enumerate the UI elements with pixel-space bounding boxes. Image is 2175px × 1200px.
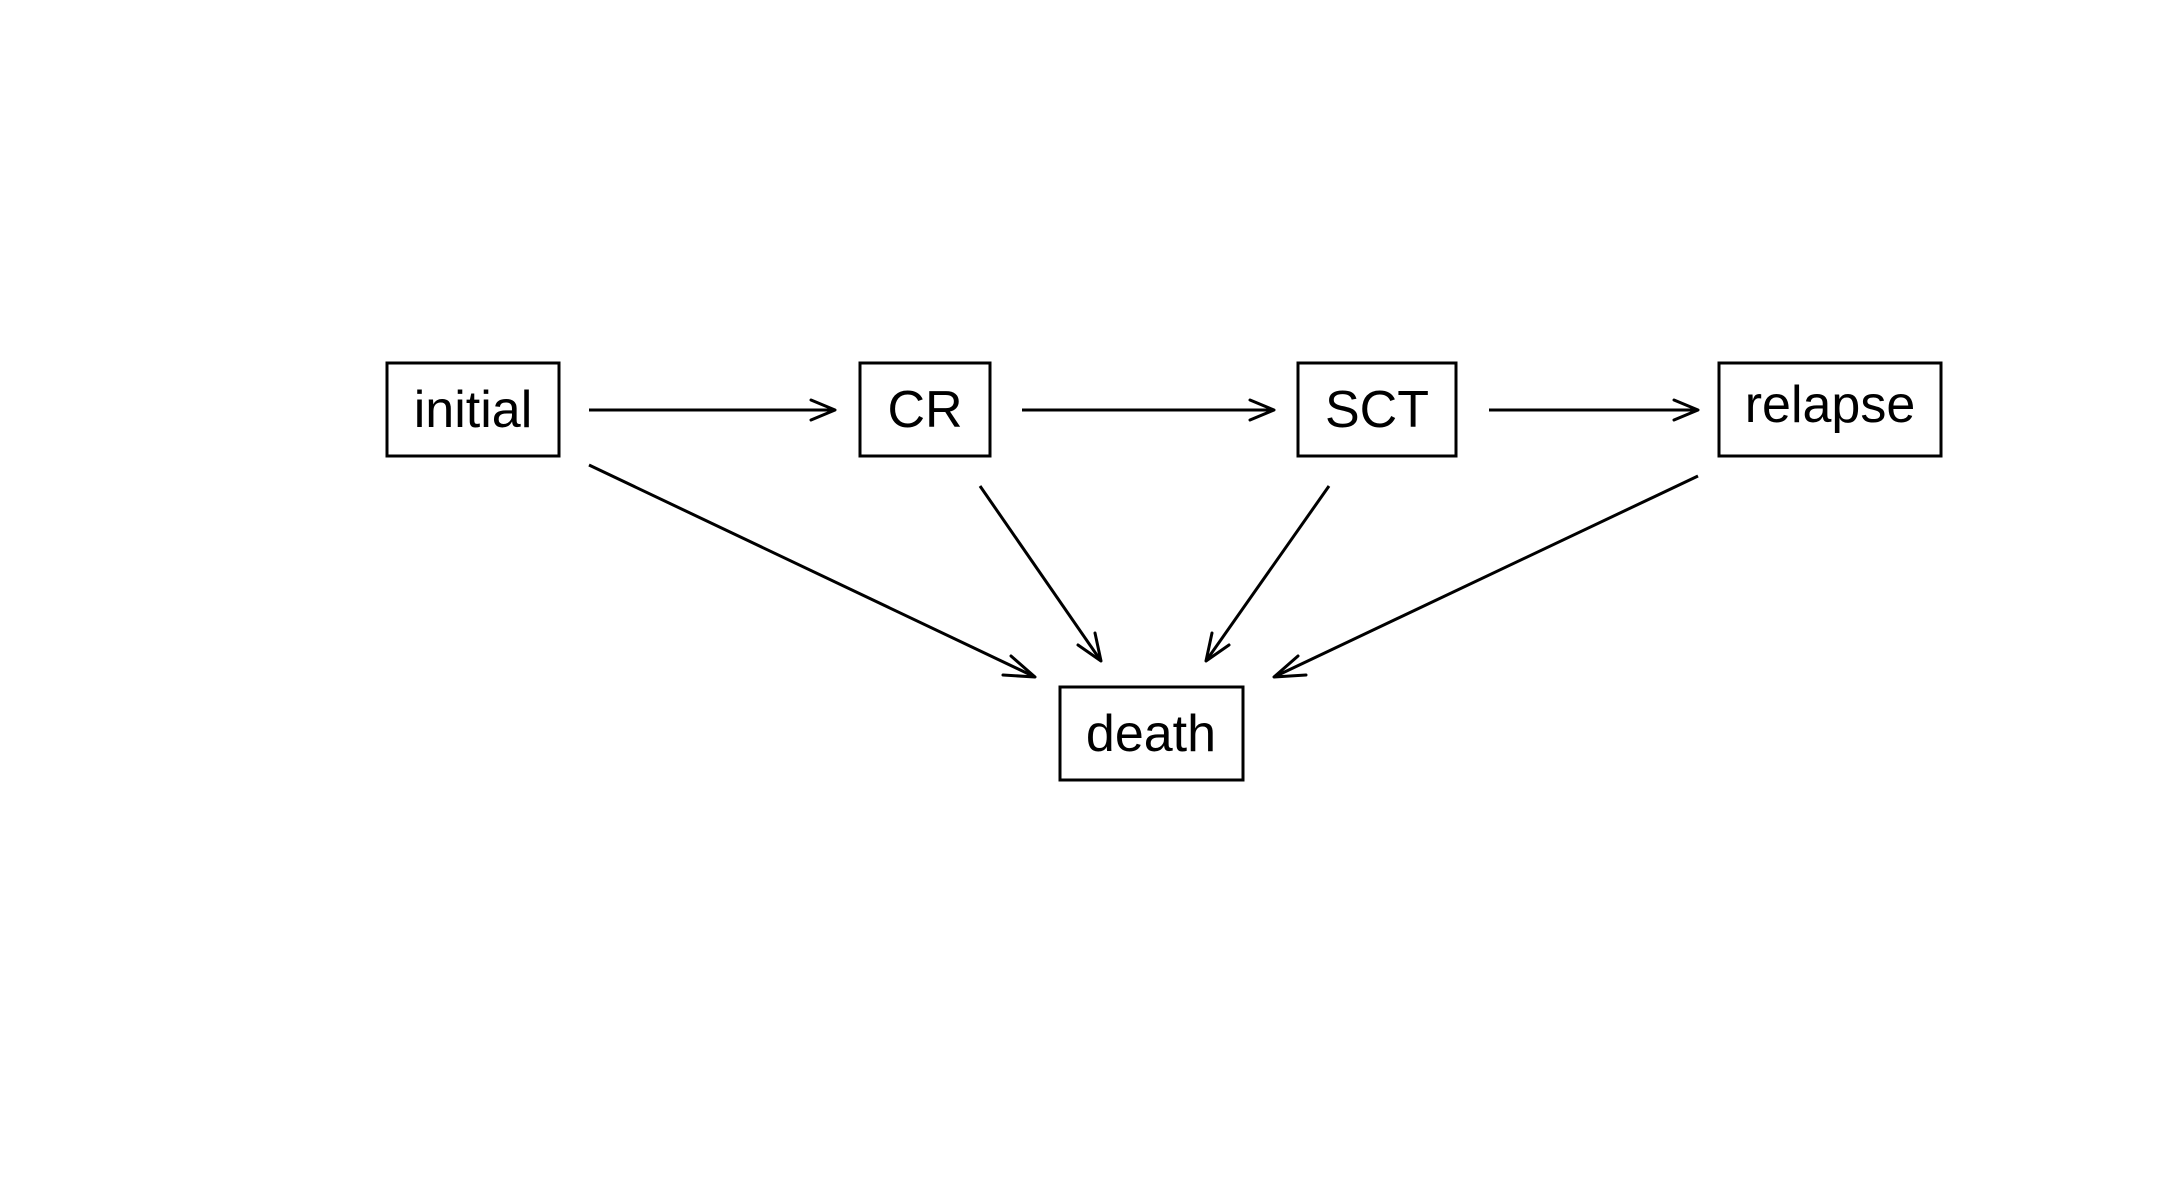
node-sct-label: SCT	[1325, 381, 1429, 439]
node-death: death	[1058, 685, 1245, 782]
nodes: initial CR SCT relapse death	[385, 361, 1943, 782]
edge-initial-to-death	[588, 463, 1037, 679]
edges	[588, 398, 1700, 679]
node-sct: SCT	[1296, 361, 1458, 458]
edge-sct-to-relapse	[1489, 398, 1700, 422]
node-initial: initial	[385, 361, 561, 458]
edge-cr-to-death	[978, 485, 1103, 663]
node-death-label: death	[1086, 705, 1216, 763]
edge-sct-to-death	[1204, 485, 1331, 663]
node-relapse: relapse	[1717, 361, 1943, 458]
edge-relapse-to-death	[1272, 474, 1699, 679]
node-relapse-label: relapse	[1745, 376, 1916, 434]
node-cr: CR	[858, 361, 992, 458]
node-initial-label: initial	[414, 381, 533, 439]
node-cr-label: CR	[887, 381, 962, 439]
edge-cr-to-sct	[1022, 398, 1276, 422]
edge-initial-to-cr	[589, 398, 837, 422]
